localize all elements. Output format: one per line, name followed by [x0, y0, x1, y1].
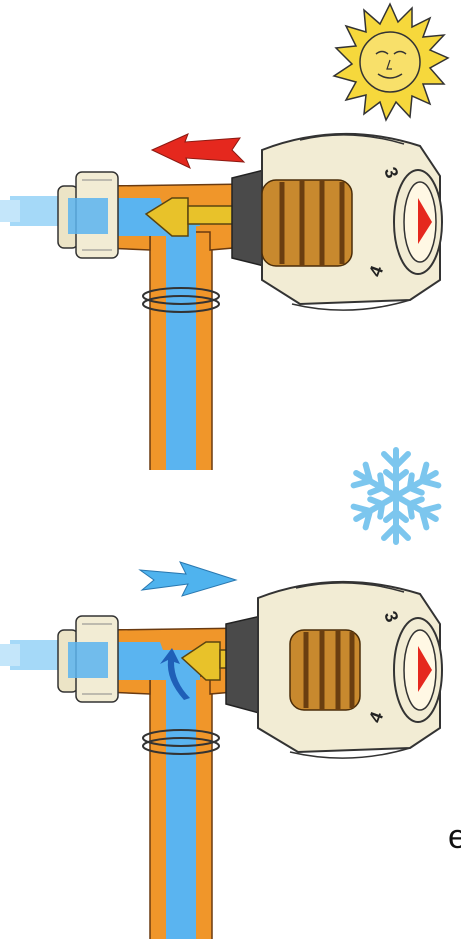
pipe-vertical: [142, 227, 220, 470]
bellows: [289, 629, 361, 711]
snowflake-icon: [350, 447, 442, 545]
thermostat-head: 3 4: [225, 580, 443, 759]
sun-icon: [332, 2, 450, 122]
union-nut: [57, 615, 119, 703]
bellows: [261, 179, 353, 267]
cool-arrow-right-icon: [138, 561, 238, 597]
cold-state-panel: 3 4: [0, 440, 461, 939]
cold-valve-illustration: 3 4: [0, 447, 443, 939]
warm-valve-illustration: 3 4: [0, 2, 450, 470]
heat-arrow-left-icon: [150, 133, 246, 169]
thermostat-head: 3 4: [231, 132, 443, 311]
edge-text-fragment: e: [448, 818, 461, 856]
union-nut: [57, 171, 119, 259]
pipe-vertical: [142, 671, 220, 939]
flow-arrow-icon: [160, 648, 190, 700]
warm-state-panel: 3 4: [0, 2, 450, 470]
